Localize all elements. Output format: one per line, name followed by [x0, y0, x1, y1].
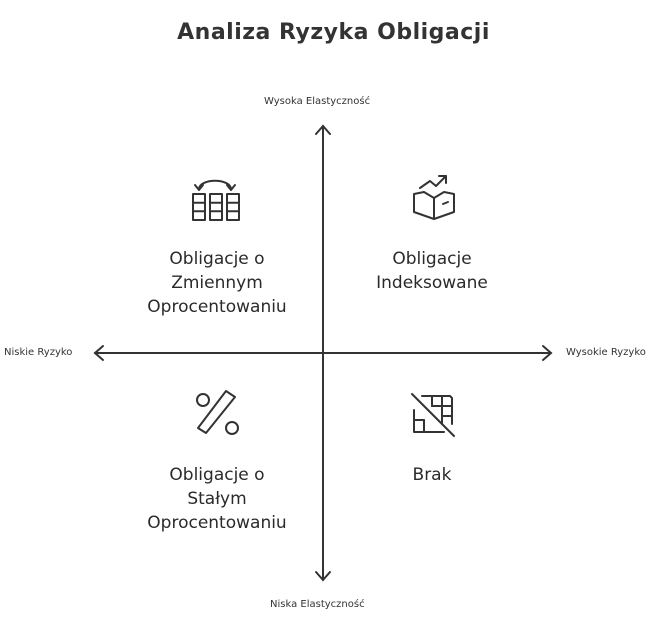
book-trend-icon: [413, 175, 455, 220]
axis-label-right: Wysokie Ryzyko: [566, 347, 646, 358]
swap-columns-icon: [192, 179, 240, 221]
quadrant-label-top-right: Obligacje Indeksowane: [376, 249, 488, 293]
quadrant-label-top-left: Obligacje o Zmiennym Oprocentowaniu: [147, 249, 287, 317]
arrow-right-icon: [542, 345, 553, 361]
arrow-left-icon: [93, 345, 104, 361]
axis-label-top: Wysoka Elastyczność: [264, 96, 371, 107]
arrow-up-icon: [315, 124, 331, 135]
diagram-title: Analiza Ryzyka Obligacji: [177, 20, 490, 45]
axis-label-left: Niskie Ryzyko: [4, 347, 73, 358]
percent-icon: [196, 390, 239, 435]
arrow-down-icon: [315, 571, 331, 582]
quadrant-label-bottom-right: Brak: [412, 465, 452, 485]
quadrant-label-bottom-left: Obligacje o Stałym Oprocentowaniu: [147, 465, 287, 533]
axis-label-bottom: Niska Elastyczność: [270, 599, 365, 610]
grid-off-icon: [411, 393, 455, 437]
